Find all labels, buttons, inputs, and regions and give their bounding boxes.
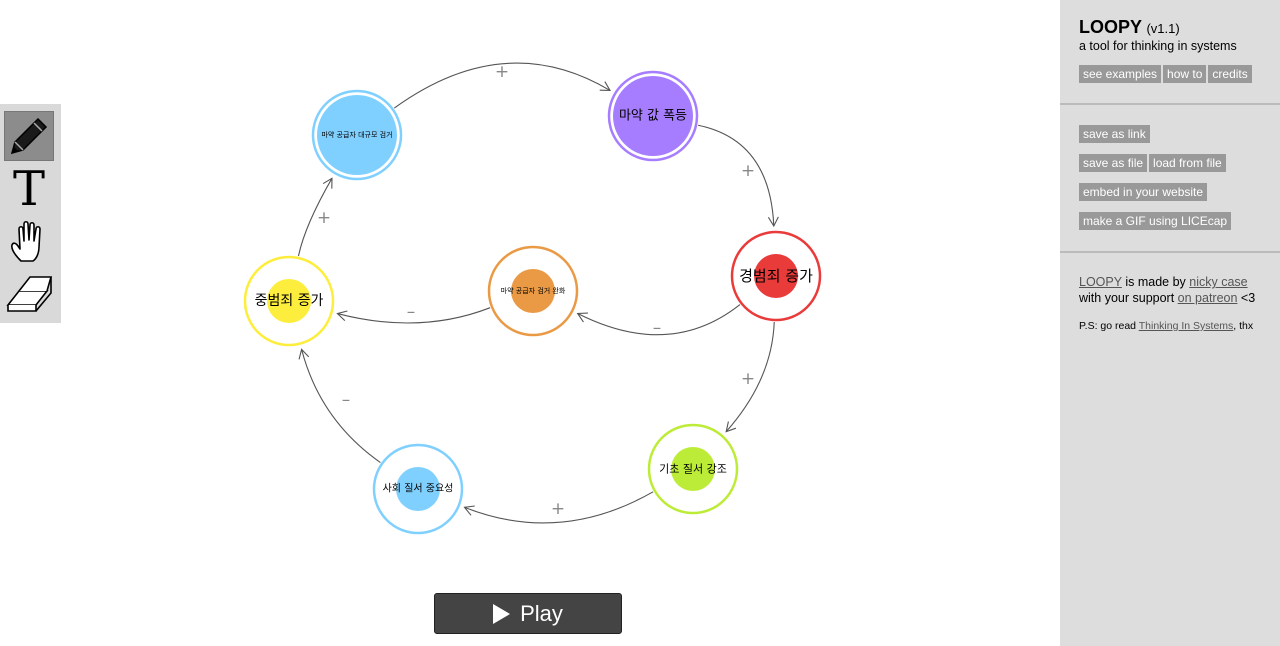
edge-sign-n5-n6: – xyxy=(342,390,351,410)
toolbar: T xyxy=(0,104,61,323)
pencil-tool-button[interactable] xyxy=(4,111,54,161)
node-label: 마약 공급자 검거 완화 xyxy=(501,286,566,295)
credits-section: LOOPY is made by nicky case with your su… xyxy=(1079,274,1269,334)
edge-n3-n4[interactable] xyxy=(725,321,775,433)
edge-n3-n7[interactable] xyxy=(576,304,741,336)
node-label: 중범죄 증가 xyxy=(255,293,324,309)
sidebar-header: LOOPY (v1.1) a tool for thinking in syst… xyxy=(1079,17,1269,83)
node-label: 마약 공급자 대규모 검거 xyxy=(321,130,392,139)
patreon-link[interactable]: on patreon xyxy=(1177,291,1238,305)
sidebar-divider xyxy=(1060,103,1280,105)
edge-sign-n4-n5: + xyxy=(551,499,565,519)
how-to-button[interactable]: how to xyxy=(1163,65,1207,83)
ps-prefix: P.S: go read xyxy=(1079,320,1139,332)
node-fill xyxy=(267,279,311,323)
node-n7[interactable]: 마약 공급자 검거 완화 xyxy=(487,245,579,337)
save-as-file-button[interactable]: save as file xyxy=(1079,154,1148,172)
text-icon: T xyxy=(12,161,45,217)
edge-sign-n1-n2: + xyxy=(495,62,509,82)
thinking-in-systems-link[interactable]: Thinking In Systems xyxy=(1138,320,1234,332)
node-fill xyxy=(754,254,798,298)
sidebar: LOOPY (v1.1) a tool for thinking in syst… xyxy=(1060,0,1280,646)
make-gif-button[interactable]: make a GIF using LICEcap xyxy=(1079,212,1232,230)
node-label: 경범죄 증가 xyxy=(739,267,813,285)
credits-button[interactable]: credits xyxy=(1208,65,1252,83)
node-n3[interactable]: 경범죄 증가 xyxy=(730,230,822,322)
node-fill xyxy=(613,76,693,156)
hand-icon xyxy=(11,220,41,262)
ps-suffix: , thx xyxy=(1233,320,1254,332)
node-n6[interactable]: 중범죄 증가 xyxy=(243,255,335,347)
edge-sign-n2-n3: + xyxy=(741,161,755,181)
edge-n1-n2[interactable] xyxy=(393,62,611,109)
node-n5[interactable]: 사회 질서 중요성 xyxy=(372,443,464,535)
app-tagline: a tool for thinking in systems xyxy=(1079,39,1237,53)
edge-n7-n6[interactable] xyxy=(336,307,491,324)
eraser-icon xyxy=(6,276,53,312)
edge-sign-n3-n7: – xyxy=(653,318,662,338)
play-button[interactable]: Play xyxy=(434,593,622,634)
play-label: Play xyxy=(520,600,563,626)
node-label: 사회 질서 중요성 xyxy=(383,483,454,495)
sidebar-divider xyxy=(1060,251,1280,253)
pencil-icon xyxy=(10,117,48,155)
node-label: 기초 질서 강조 xyxy=(659,463,727,476)
embed-button[interactable]: embed in your website xyxy=(1079,183,1208,201)
edge-sign-n6-n1: + xyxy=(317,208,331,228)
node-n1[interactable]: 마약 공급자 대규모 검거 xyxy=(311,89,403,181)
edge-sign-n3-n4: + xyxy=(741,369,755,389)
support-text: with your support xyxy=(1079,291,1178,305)
node-n4[interactable]: 기초 질서 강조 xyxy=(647,423,739,515)
node-fill xyxy=(396,467,440,511)
edge-n6-n1[interactable] xyxy=(297,177,333,257)
node-fill xyxy=(511,269,555,313)
edge-n2-n3[interactable] xyxy=(697,124,779,228)
edge-n5-n6[interactable] xyxy=(298,348,381,463)
loopy-link[interactable]: LOOPY xyxy=(1079,275,1122,289)
save-as-link-button[interactable]: save as link xyxy=(1079,125,1150,143)
drag-tool-button[interactable] xyxy=(4,217,54,267)
eraser-tool-button[interactable] xyxy=(4,267,54,317)
app-title: LOOPY xyxy=(1079,17,1143,37)
node-fill xyxy=(317,95,397,175)
heart-text: <3 xyxy=(1237,291,1256,305)
app-version: (v1.1) xyxy=(1146,21,1180,36)
see-examples-button[interactable]: see examples xyxy=(1079,65,1162,83)
credits-text: is made by xyxy=(1121,275,1190,289)
node-n2[interactable]: 마약 값 폭등 xyxy=(607,70,699,162)
author-link[interactable]: nicky case xyxy=(1189,275,1248,289)
text-tool-button[interactable]: T xyxy=(4,164,54,214)
edge-n4-n5[interactable] xyxy=(463,491,654,524)
node-label: 마약 값 폭등 xyxy=(619,109,687,124)
load-from-file-button[interactable]: load from file xyxy=(1149,154,1226,172)
node-fill xyxy=(671,447,715,491)
play-icon xyxy=(493,603,511,624)
edge-sign-n7-n6: – xyxy=(407,302,416,322)
